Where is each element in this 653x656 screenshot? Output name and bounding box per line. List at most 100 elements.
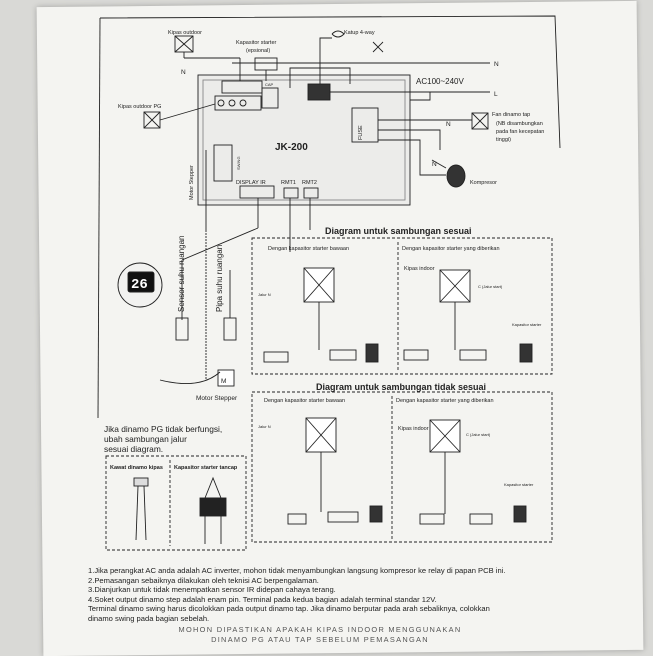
motor-stepper-vertical: Motor Stepper bbox=[189, 165, 195, 200]
kapasitor-tancap-body bbox=[199, 497, 227, 517]
tidak-panel-a: Dengan kapasitor starter bawaan bbox=[264, 398, 345, 404]
tidak-box bbox=[251, 391, 553, 543]
sesuai-jalur-n: Jalur N bbox=[258, 292, 271, 297]
connector bbox=[263, 351, 289, 363]
fan-cross bbox=[471, 112, 489, 130]
sesuai-c-jalur: C (Jalur start) bbox=[478, 284, 503, 289]
katup-coil bbox=[331, 30, 345, 38]
tidak-jalur-n: Jalur N bbox=[258, 424, 271, 429]
motor-m-label: M bbox=[221, 378, 226, 385]
l-label: L bbox=[494, 91, 498, 98]
connector bbox=[327, 511, 359, 523]
katup-label: Katup 4-way bbox=[344, 30, 375, 36]
kompresor-label: Kompresor bbox=[470, 180, 497, 186]
tidak-kipas-indoor: Kipas indoor bbox=[398, 426, 429, 432]
display-value: 26 bbox=[131, 277, 148, 293]
kapasitor-wire bbox=[204, 476, 222, 499]
fan-cross bbox=[143, 111, 161, 129]
sesuai-panel-b: Dengan kapasitor starter yang diberikan bbox=[402, 246, 500, 252]
opsional-label: (epsional) bbox=[246, 48, 270, 54]
connector bbox=[287, 513, 307, 525]
footer-line: DINAMO PG ATAU TAP SEBELUM PEMASANGAN bbox=[211, 635, 429, 644]
wire bbox=[181, 227, 259, 261]
pipa-suhu-label: Pipa suhu ruangan bbox=[215, 245, 224, 312]
frame-left bbox=[97, 17, 101, 419]
tidak-panel-b: Dengan kapasitor starter yang diberikan bbox=[396, 398, 494, 404]
fan-cross bbox=[439, 269, 471, 303]
pg-note-line: Jika dinamo PG tidak berfungsi, bbox=[104, 424, 223, 434]
kapasitor-tancap-label: Kapasitor starter tancap bbox=[174, 465, 238, 471]
sensor-probe bbox=[175, 317, 189, 341]
note-line: 2.Pemasangan sebaiknya dilakukan oleh te… bbox=[88, 575, 319, 585]
connector bbox=[459, 349, 487, 361]
wire bbox=[378, 129, 441, 150]
kipas-outdoor-box bbox=[174, 35, 194, 53]
kawat-connector bbox=[133, 477, 149, 487]
kapasitor-plug bbox=[369, 505, 383, 523]
tidak-kapasitor: Kapasitor starter bbox=[504, 482, 534, 487]
n-label-2: N bbox=[494, 61, 499, 68]
footer-line: MOHON DIPASTIKAN APAKAH KIPAS INDOOR MEN… bbox=[178, 625, 462, 634]
kawat-wire bbox=[135, 485, 139, 541]
fan-cross bbox=[174, 35, 194, 53]
connector bbox=[403, 349, 429, 361]
motor-stepper-label: Motor Stepper bbox=[196, 395, 238, 402]
swing-label: SWING bbox=[236, 156, 241, 170]
pipa-probe bbox=[223, 317, 237, 341]
kipas-outdoor-pg-label: Kipas outdoor PG bbox=[118, 104, 161, 110]
kapasitor-plug bbox=[365, 343, 379, 363]
fan-note-1: (NB disambungkan bbox=[496, 121, 543, 127]
wire bbox=[159, 103, 216, 121]
katup-cross bbox=[372, 41, 384, 53]
fan-cross bbox=[429, 419, 461, 453]
connector bbox=[419, 513, 445, 525]
wire bbox=[289, 67, 351, 88]
note-line: 3.Dianjurkan untuk tidak menempatkan sen… bbox=[88, 585, 336, 595]
kapasitor-plug bbox=[519, 343, 533, 363]
display-panel bbox=[127, 271, 155, 293]
connector bbox=[329, 349, 357, 361]
rmt2-label: RMT2 bbox=[302, 180, 317, 186]
ac-voltage: AC100~240V bbox=[416, 77, 464, 86]
fan-cross bbox=[303, 267, 335, 303]
fuse-holder bbox=[351, 107, 379, 143]
fan-cross bbox=[305, 417, 337, 453]
sesuai-panel-a: Dengan kapasitor starter bawaan bbox=[268, 246, 349, 252]
fan-note-2: pada fan kecepatan bbox=[496, 129, 544, 135]
sesuai-title: Diagram untuk sambungan sesuai bbox=[325, 226, 472, 236]
note-line: 1.Jika perangkat AC anda adalah AC inver… bbox=[88, 566, 506, 575]
rmt1-label: RMT1 bbox=[281, 180, 296, 186]
wire bbox=[410, 92, 431, 101]
kawat-wire bbox=[143, 485, 147, 541]
sensor-suhu-label: Sensor suhu ruangan bbox=[177, 236, 186, 313]
pg-note: Jika dinamo PG tidak berfungsi, ubah sam… bbox=[104, 424, 264, 455]
tidak-title: Diagram untuk sambungan tidak sesuai bbox=[316, 382, 486, 392]
cap-label: CAP bbox=[265, 82, 274, 87]
note-line: Terminal dinamo swing harus dicolokkan p… bbox=[88, 604, 490, 614]
pg-note-line: ubah sambungan jalur bbox=[104, 434, 187, 445]
fan-dinamo-label: Fan dinamo tap bbox=[492, 112, 530, 118]
board-fan-connector bbox=[214, 95, 262, 111]
connector-pin bbox=[217, 99, 225, 107]
kipas-outdoor-label: Kipas outdoor bbox=[168, 30, 202, 36]
wire bbox=[378, 139, 446, 176]
board-model: JK-200 bbox=[275, 142, 308, 153]
sesuai-box bbox=[251, 237, 553, 375]
tidak-c-jalur: C (Jalur start) bbox=[466, 432, 491, 437]
stepper-cable bbox=[159, 371, 221, 385]
display-ir-connector bbox=[239, 185, 275, 199]
kapasitor-starter-label: Kapasitor starter bbox=[236, 40, 277, 46]
wire bbox=[431, 159, 447, 169]
n-label-3: N bbox=[446, 121, 451, 128]
n-label-1: N bbox=[181, 69, 186, 76]
connector-pin bbox=[228, 99, 236, 107]
n-label-4: N bbox=[432, 161, 437, 168]
display-ir-label: DISPLAY IR bbox=[236, 180, 266, 186]
cap-relay bbox=[261, 87, 279, 109]
rmt2-connector bbox=[303, 187, 319, 199]
sesuai-kipas-indoor: Kipas indoor bbox=[404, 266, 435, 272]
pcb-board bbox=[197, 74, 411, 206]
fan-dinamo-tap-box bbox=[471, 112, 489, 130]
